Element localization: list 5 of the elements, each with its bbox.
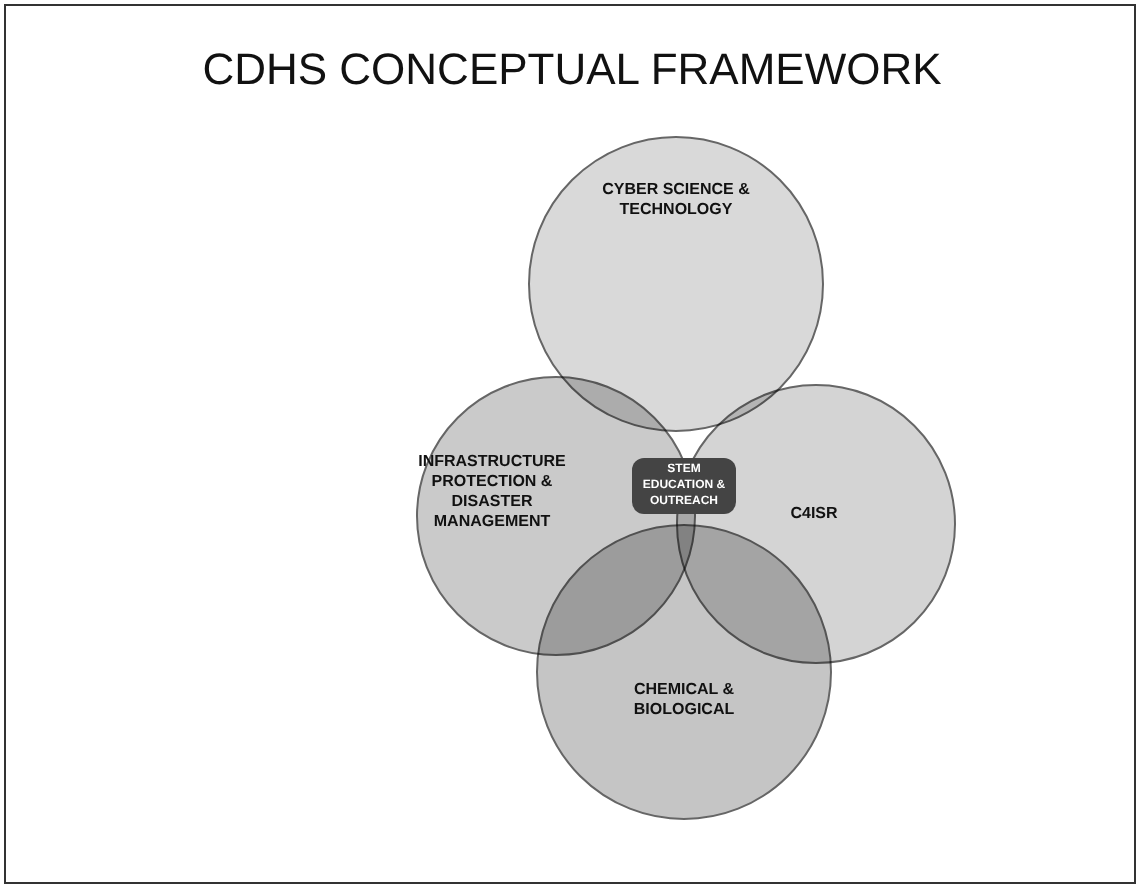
circle-label: CYBER SCIENCE & TECHNOLOGY — [600, 180, 752, 220]
circle-label: CHEMICAL & BIOLOGICAL — [631, 680, 737, 720]
title: CDHS CONCEPTUAL FRAMEWORK — [200, 44, 944, 96]
circle-label: INFRASTRUCTURE PROTECTION & DISASTER MANAGEMENT — [416, 452, 568, 532]
circle-label: C4ISR — [788, 504, 840, 524]
